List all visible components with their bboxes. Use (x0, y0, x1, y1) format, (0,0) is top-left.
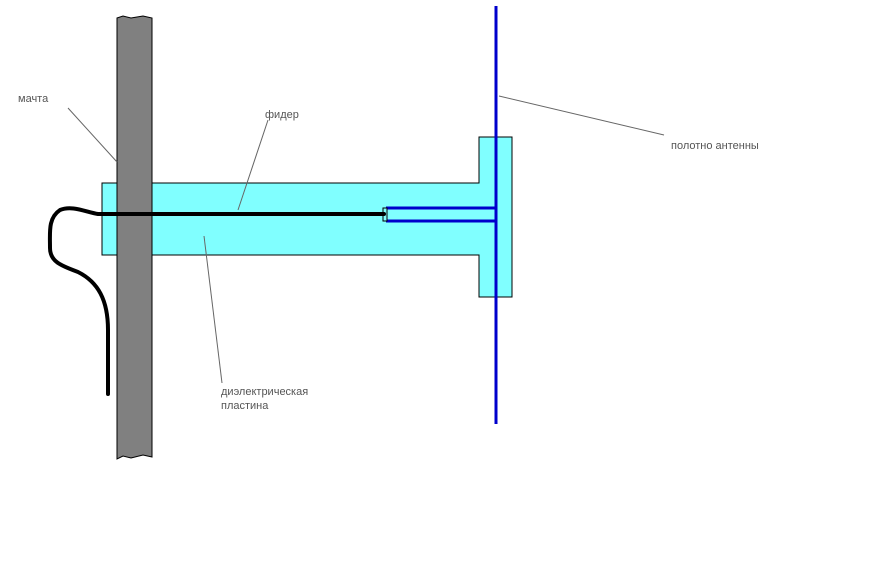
leader-line-plate (203, 235, 223, 384)
dielectric-plate (101, 136, 513, 298)
leader-line-feeder (237, 119, 269, 211)
feeder-cable (47, 206, 386, 396)
label-dielectric-plate-line1: диэлектрическая (221, 386, 309, 398)
label-mast: мачта (18, 93, 49, 105)
label-dielectric-plate: диэлектрическая пластина (221, 385, 308, 413)
leader-line-mast (67, 107, 118, 163)
mast (116, 15, 153, 460)
leader-line-antenna (498, 95, 665, 136)
label-dielectric-plate-line2: пластина (221, 400, 269, 412)
label-feeder: фидер (265, 109, 299, 121)
label-antenna-element: полотно антенны (671, 140, 759, 152)
